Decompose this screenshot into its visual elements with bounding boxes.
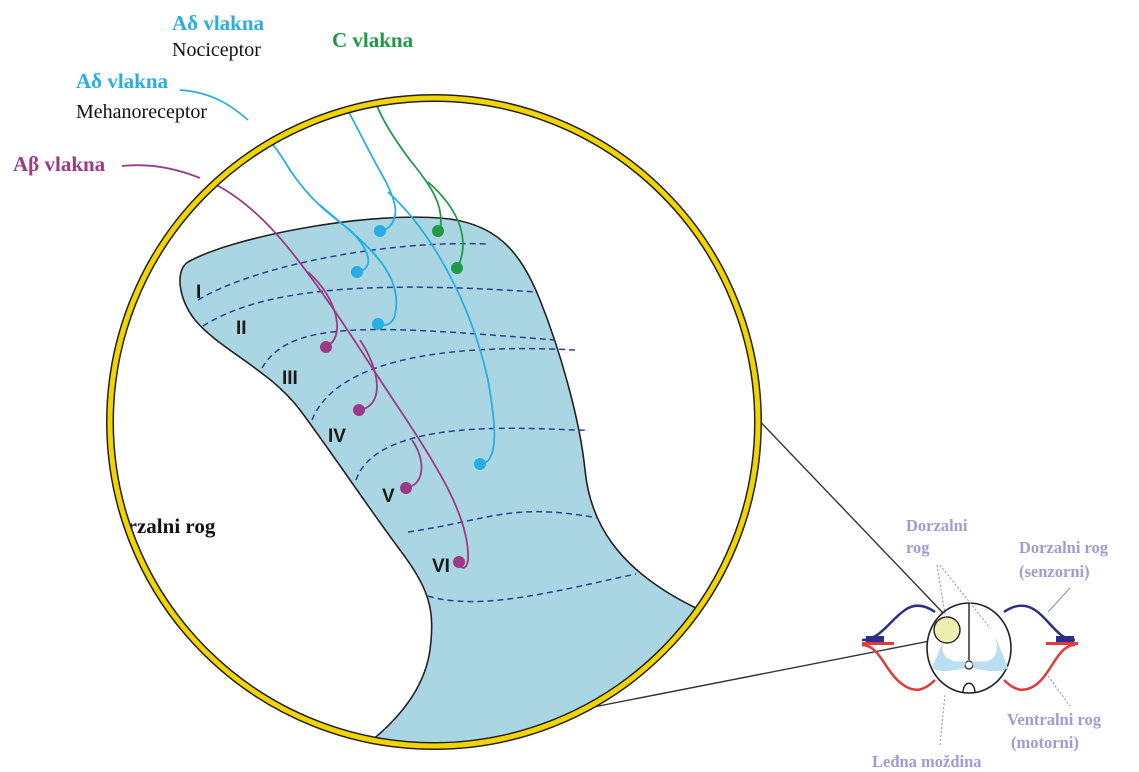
dorsal-horn-title: Dorzalni rog bbox=[102, 514, 216, 538]
lamina-label-2: II bbox=[236, 318, 247, 339]
abeta-terminal-4 bbox=[453, 556, 465, 568]
lamina-boundaries bbox=[197, 242, 637, 603]
c-fiber-trunk bbox=[369, 98, 442, 231]
lamina-label-4: IV bbox=[328, 426, 346, 447]
lamina-boundary-2 bbox=[202, 286, 537, 327]
inset-ventral-root-label-2: (motorni) bbox=[1011, 733, 1079, 752]
inset-ventral-root-label-1: Ventralni rog bbox=[1007, 710, 1102, 729]
abeta-fiber-trunk bbox=[121, 164, 469, 569]
root-ganglion-left bbox=[866, 636, 884, 642]
grey-matter-ventral-left bbox=[934, 658, 954, 670]
adelta-noci-branch bbox=[387, 191, 496, 465]
spinal-cord-inset: Dorzalni rog Dorzalni rog (senzorni) Ven… bbox=[861, 516, 1109, 771]
pointer-dorsal-root bbox=[1047, 587, 1071, 613]
c-fiber bbox=[369, 98, 464, 268]
adelta-nociceptor-name: Aδ vlakna bbox=[172, 11, 265, 35]
lamina-label-6: VI bbox=[432, 556, 450, 577]
pointer-cord bbox=[939, 693, 946, 746]
abeta-fiber-branch-1 bbox=[307, 271, 338, 347]
root-ganglion-right bbox=[1056, 636, 1074, 642]
adelta-mechano-sub: Mehanoreceptor bbox=[76, 101, 207, 123]
c-terminal-2 bbox=[451, 262, 463, 274]
adelta-noci-trunk bbox=[284, 98, 397, 232]
lamina-boundary-7 bbox=[427, 573, 637, 603]
zoom-line-top bbox=[751, 412, 945, 615]
lamina-label-3: III bbox=[282, 368, 298, 389]
abeta-fiber bbox=[121, 164, 469, 569]
pointer-ventral-root bbox=[1047, 675, 1071, 707]
adelta-mechano-name: Aδ vlakna bbox=[76, 69, 169, 93]
lamina-boundary-1 bbox=[197, 242, 487, 301]
lamina-boundary-5 bbox=[355, 427, 588, 481]
inset-dorsal-root-label-1: Dorzalni rog bbox=[1019, 538, 1109, 557]
adelta-noci-fiber bbox=[284, 98, 496, 465]
abeta-terminal-2 bbox=[353, 404, 365, 416]
lamina-label-5: V bbox=[382, 486, 395, 507]
inset-pointers bbox=[936, 564, 991, 746]
abeta-terminal-3 bbox=[400, 482, 412, 494]
adelta-nociceptor-sub: Nociceptor bbox=[172, 39, 261, 61]
dorsal-root-right bbox=[1003, 604, 1076, 642]
lamina-label-1: I bbox=[196, 282, 201, 303]
adelta-terminals bbox=[351, 225, 486, 470]
adelta-mechano-branch bbox=[319, 204, 398, 326]
pointer-dorsal-horn-b bbox=[939, 564, 991, 629]
central-canal bbox=[964, 660, 974, 670]
adelta-mechano-entry bbox=[179, 89, 249, 121]
inset-dorsal-root-label-2: (senzorni) bbox=[1019, 562, 1090, 581]
inset-dorsal-horn-label-1: Dorzalni bbox=[906, 516, 968, 535]
lamina-boundary-6 bbox=[407, 510, 599, 533]
c-fiber-branch bbox=[427, 181, 464, 268]
abeta-fiber-branch-2 bbox=[359, 339, 378, 411]
root-band-right bbox=[1046, 642, 1078, 645]
adelta-terminal-3 bbox=[372, 318, 384, 330]
inset-spinal-cord-label: Leđna moždina bbox=[872, 752, 982, 771]
ventral-root-right bbox=[1003, 643, 1076, 692]
inset-dorsal-horn-label-2: rog bbox=[906, 538, 930, 557]
ventral-fissure bbox=[962, 682, 976, 694]
pointer-dorsal-horn-a bbox=[936, 564, 947, 621]
abeta-fiber-entry bbox=[121, 164, 201, 179]
magnifier-ring-yellow bbox=[107, 95, 761, 749]
adelta-terminal-2 bbox=[351, 266, 363, 278]
dorsal-root-left bbox=[861, 604, 936, 642]
c-fiber-name: C vlakna bbox=[332, 28, 414, 52]
zoom-line-bottom bbox=[567, 639, 936, 713]
abeta-terminal-1 bbox=[320, 341, 332, 353]
dorsal-horn-highlight bbox=[933, 616, 961, 644]
c-terminals bbox=[432, 225, 463, 274]
magnified-dorsal-horn: I II III IV V VI bbox=[102, 98, 721, 746]
ventral-root-left bbox=[861, 643, 936, 692]
dorsal-horn-shape bbox=[179, 216, 721, 746]
adelta-terminal-4 bbox=[474, 458, 486, 470]
c-terminal-1 bbox=[432, 225, 444, 237]
abeta-name: Aβ vlakna bbox=[13, 152, 106, 176]
grey-matter-right bbox=[972, 624, 1008, 671]
lamina-boundary-3 bbox=[261, 328, 556, 369]
abeta-terminals bbox=[320, 341, 465, 568]
root-band-left bbox=[862, 642, 894, 645]
adelta-terminal-1 bbox=[374, 225, 386, 237]
